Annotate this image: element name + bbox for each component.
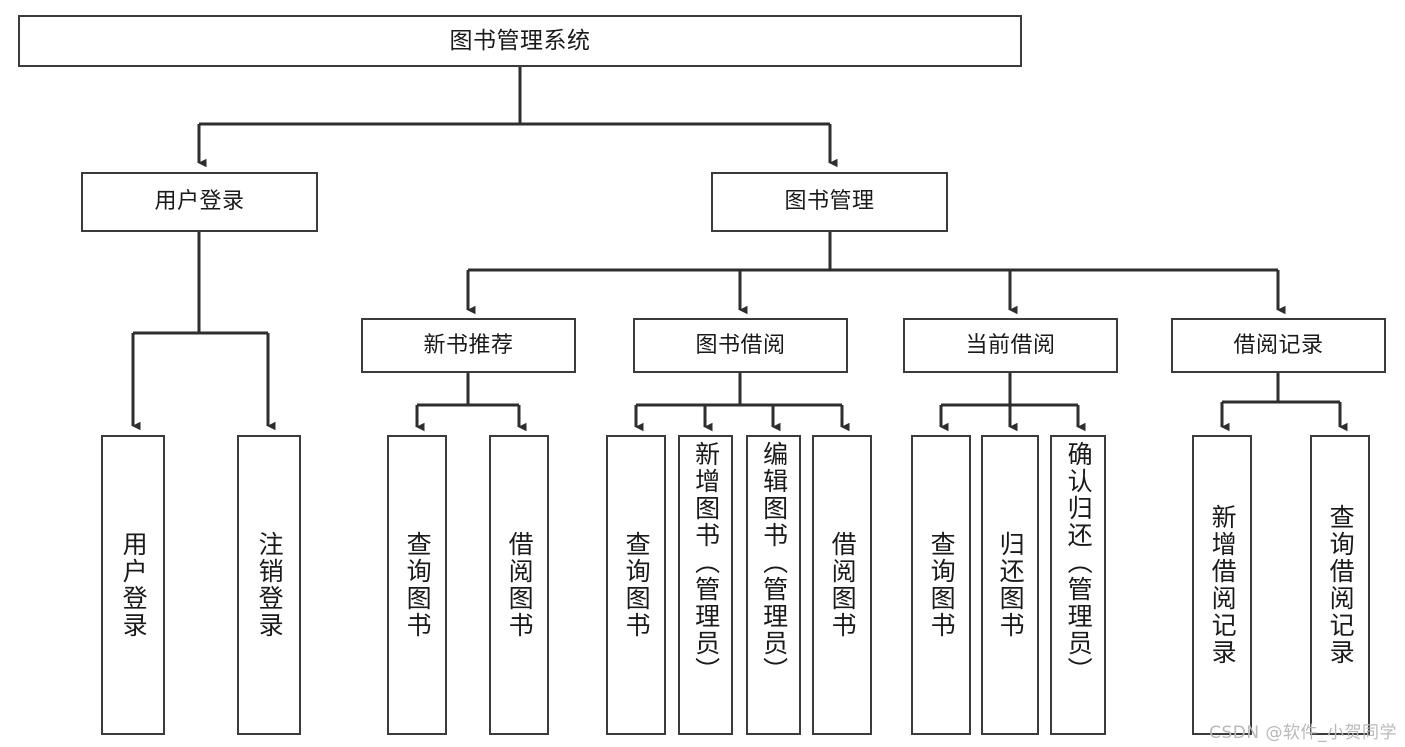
node-label: 图书管理系统 [449, 27, 591, 54]
node-label: 查询图书 [403, 531, 433, 639]
label-wrap: 借阅图书 [814, 437, 870, 733]
node-root-book-management-system[interactable]: 图书管理系统 [18, 15, 1022, 67]
node-label: 当前借阅 [965, 332, 1056, 358]
leaf-bookborrow-edit-book-admin[interactable]: 编辑图书（管理员） [746, 435, 801, 735]
leaf-borrowrecord-add-record[interactable]: 新增借阅记录 [1192, 435, 1252, 735]
leaf-borrowrecord-query-record[interactable]: 查询借阅记录 [1310, 435, 1370, 735]
node-label: 用户登录 [119, 531, 149, 639]
label-wrap: 查询图书 [389, 437, 445, 733]
label-wrap: 用户登录 [103, 437, 163, 733]
node-label: 借阅记录 [1233, 332, 1324, 358]
node-label: 新增借阅记录 [1208, 504, 1238, 666]
leaf-newbook-query-book[interactable]: 查询图书 [387, 435, 447, 735]
label-wrap: 查询图书 [608, 437, 664, 733]
node-label: 查询图书 [927, 531, 957, 639]
label-wrap: 确认归还（管理员） [1052, 437, 1104, 733]
label-wrap: 查询借阅记录 [1312, 437, 1368, 733]
label-wrap: 查询图书 [913, 437, 969, 733]
node-borrow-record[interactable]: 借阅记录 [1171, 318, 1386, 373]
label-wrap: 新增借阅记录 [1194, 437, 1250, 733]
label-wrap: 归还图书 [983, 437, 1037, 733]
node-label: 确认归还（管理员） [1064, 441, 1094, 684]
node-book-borrow[interactable]: 图书借阅 [633, 318, 848, 373]
node-label: 图书借阅 [695, 332, 786, 358]
leaf-bookborrow-add-book-admin[interactable]: 新增图书（管理员） [678, 435, 733, 735]
leaf-newbook-borrow-book[interactable]: 借阅图书 [489, 435, 549, 735]
node-current-borrow[interactable]: 当前借阅 [903, 318, 1118, 373]
label-wrap: 新增图书（管理员） [680, 437, 731, 733]
leaf-bookborrow-borrow-book[interactable]: 借阅图书 [812, 435, 872, 735]
node-label: 归还图书 [996, 531, 1026, 639]
node-label: 用户登录 [154, 189, 245, 214]
leaf-currentborrow-query-book[interactable]: 查询图书 [911, 435, 971, 735]
csdn-watermark: CSDN @软件_小贺同学 [1209, 723, 1397, 743]
node-user-login[interactable]: 用户登录 [81, 172, 318, 232]
leaf-currentborrow-confirm-return-admin[interactable]: 确认归还（管理员） [1050, 435, 1106, 735]
node-new-book-recommend[interactable]: 新书推荐 [361, 318, 576, 373]
node-label: 借阅图书 [828, 531, 858, 639]
node-label: 新增图书（管理员） [691, 441, 721, 684]
node-label: 注销登录 [255, 531, 285, 639]
node-label: 查询借阅记录 [1326, 504, 1356, 666]
label-wrap: 注销登录 [239, 437, 299, 733]
leaf-user-login-signout[interactable]: 注销登录 [237, 435, 301, 735]
node-label: 查询图书 [622, 531, 652, 639]
node-label: 编辑图书（管理员） [759, 441, 789, 684]
label-wrap: 编辑图书（管理员） [748, 437, 799, 733]
node-label: 图书管理 [784, 189, 875, 214]
node-label: 借阅图书 [505, 531, 535, 639]
leaf-currentborrow-return-book[interactable]: 归还图书 [981, 435, 1039, 735]
node-book-management[interactable]: 图书管理 [711, 172, 948, 232]
node-label: 新书推荐 [423, 332, 514, 358]
leaf-user-login-signin[interactable]: 用户登录 [101, 435, 165, 735]
label-wrap: 借阅图书 [491, 437, 547, 733]
leaf-bookborrow-query-book[interactable]: 查询图书 [606, 435, 666, 735]
